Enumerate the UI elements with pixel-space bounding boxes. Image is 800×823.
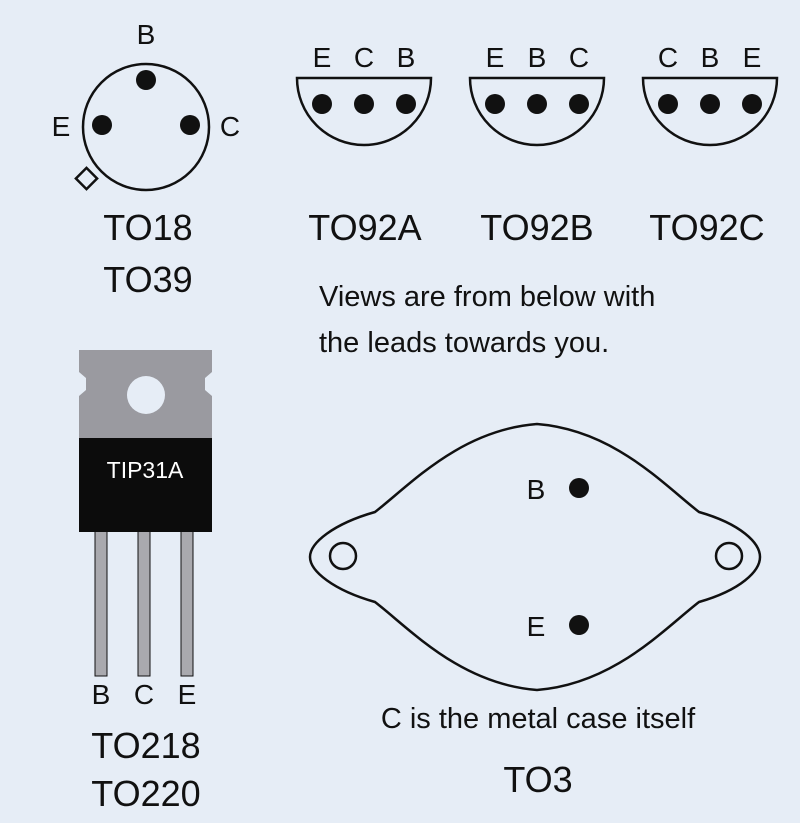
to18-pin-c-label: C (220, 111, 240, 142)
to3-pin-b-label: B (527, 474, 546, 505)
to92a-name: TO92A (308, 207, 421, 248)
to3-mounting-hole-left (328, 541, 358, 571)
to92b-name: TO92B (480, 207, 593, 248)
to92c-pin-1-label: C (658, 42, 678, 73)
to92c-pin-1-dot (658, 94, 678, 114)
to92b-pin-3-label: C (569, 42, 589, 73)
to92a-package: E C B TO92A (295, 42, 433, 248)
view-note: Views are from below with the leads towa… (319, 281, 655, 359)
to220-body-label: TIP31A (107, 457, 184, 483)
to18-key-tab (74, 166, 99, 191)
to92a-outline (295, 76, 433, 147)
to220-lead-b (94, 529, 108, 677)
to92c-package: C B E TO92C (641, 42, 779, 248)
to92a-pin-1-dot (312, 94, 332, 114)
to92b-pin-3-dot (569, 94, 589, 114)
to3-package: B E C is the metal case itself TO3 (308, 422, 762, 800)
to92a-pin-1-label: E (313, 42, 332, 73)
to3-case-outline (308, 422, 762, 692)
to220-pin-b-label: B (92, 679, 111, 710)
to92c-pin-2-dot (700, 94, 720, 114)
to3-pin-b-dot (569, 478, 589, 498)
to18-pin-e-label: E (52, 111, 71, 142)
to92b-outline (468, 76, 606, 147)
to220-pin-e-label: E (178, 679, 197, 710)
to92c-outline (641, 76, 779, 147)
to220-name-1: TO218 (91, 725, 200, 766)
to3-caption: C is the metal case itself (381, 703, 696, 735)
to92c-name: TO92C (649, 207, 764, 248)
to3-pin-e-label: E (527, 611, 546, 642)
to220-package: TIP31A B C E TO218 TO220 (79, 350, 212, 814)
view-note-line-1: Views are from below with (319, 281, 655, 313)
to18-outline (81, 62, 211, 192)
to3-name: TO3 (503, 759, 572, 800)
to92b-pin-1-dot (485, 94, 505, 114)
to92a-pin-3-dot (396, 94, 416, 114)
to92b-pin-2-dot (527, 94, 547, 114)
to220-mounting-hole (127, 376, 165, 414)
to18-pin-c-dot (180, 115, 200, 135)
to220-body (79, 438, 212, 532)
to220-lead-e (180, 529, 194, 677)
to92c-pin-2-label: B (701, 42, 720, 73)
to18-pin-b-dot (136, 70, 156, 90)
to92a-pin-3-label: B (397, 42, 416, 73)
to92b-pin-2-label: B (528, 42, 547, 73)
to220-lead-c (137, 529, 151, 677)
to18-package: B E C TO18 TO39 (52, 19, 240, 300)
to92b-pin-1-label: E (486, 42, 505, 73)
to92a-pin-2-dot (354, 94, 374, 114)
to220-name-2: TO220 (91, 773, 200, 814)
to92c-pin-3-dot (742, 94, 762, 114)
to18-name-2: TO39 (103, 259, 192, 300)
to220-pin-c-label: C (134, 679, 154, 710)
to92b-package: E B C TO92B (468, 42, 606, 248)
to3-pin-e-dot (569, 615, 589, 635)
to18-name-1: TO18 (103, 207, 192, 248)
to92c-pin-3-label: E (743, 42, 762, 73)
to18-pin-e-dot (92, 115, 112, 135)
to3-mounting-hole-right (714, 541, 744, 571)
to92a-pin-2-label: C (354, 42, 374, 73)
view-note-line-2: the leads towards you. (319, 327, 609, 359)
to18-pin-b-label: B (137, 19, 156, 50)
